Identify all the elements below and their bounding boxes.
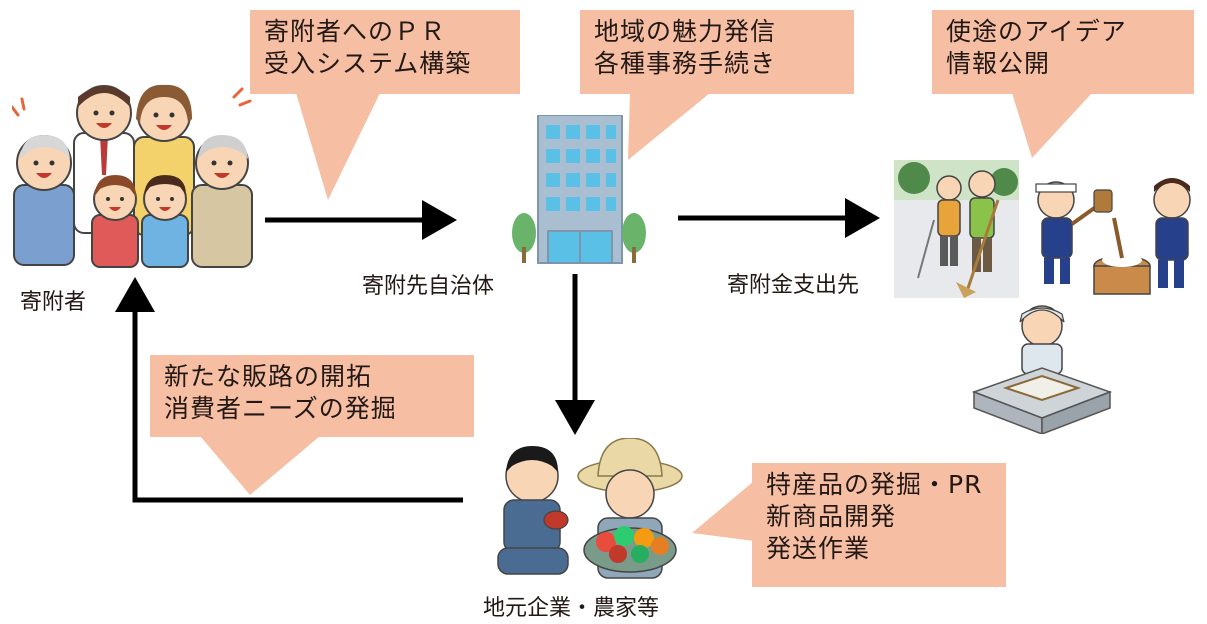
node-label-recipient: 寄附金支出先 bbox=[727, 273, 860, 298]
callout-sales-line2: 消費者ニーズの発掘 bbox=[164, 394, 397, 423]
municipality-building-illustration bbox=[512, 115, 646, 264]
callout-products: 特産品の発掘・PR 新商品開発発送作業 bbox=[692, 463, 1006, 587]
callout-products-line3: 発送作業 bbox=[766, 534, 871, 563]
paper-making-illustration bbox=[971, 305, 1113, 434]
callout-municipality-work: 地域の魅力発信各種事務手続き bbox=[580, 10, 854, 160]
volunteer-cleanup-illustration bbox=[894, 160, 1019, 298]
callout-donor-pr-line1: 寄附者へのＰＲ bbox=[264, 17, 447, 46]
node-label-donor: 寄附者 bbox=[20, 290, 87, 315]
callout-municipality-work-line2: 各種事務手続き bbox=[594, 49, 777, 78]
callout-recipient-use-line1: 使途のアイデア bbox=[946, 17, 1127, 46]
callout-sales-line1: 新たな販路の開拓 bbox=[164, 362, 373, 391]
callout-products-line2: 新商品開発 bbox=[766, 502, 897, 531]
callout-sales-channels: 新たな販路の開拓消費者ニーズの発掘 bbox=[150, 355, 474, 495]
callout-donor-pr: 寄附者へのＰＲ 受入システム構築 bbox=[250, 10, 520, 200]
callout-recipient-use-line2: 情報公開 bbox=[946, 49, 1051, 78]
callout-municipality-work-line1: 地域の魅力発信 bbox=[594, 17, 777, 46]
node-label-local-business: 地元企業・農家等 bbox=[483, 596, 660, 621]
node-label-municipality: 寄附先自治体 bbox=[362, 274, 495, 299]
donor-family-illustration bbox=[12, 84, 253, 268]
arrow-local-business-to-donor bbox=[115, 277, 463, 503]
callout-products-line1: 特産品の発掘・PR bbox=[766, 470, 983, 499]
callout-donor-pr-line2: 受入システム構築 bbox=[264, 49, 472, 78]
mochi-pounding-illustration bbox=[1035, 178, 1191, 295]
callout-recipient-use: 使途のアイデア情報公開 bbox=[932, 10, 1194, 158]
local-business-farmer-illustration bbox=[497, 438, 683, 579]
